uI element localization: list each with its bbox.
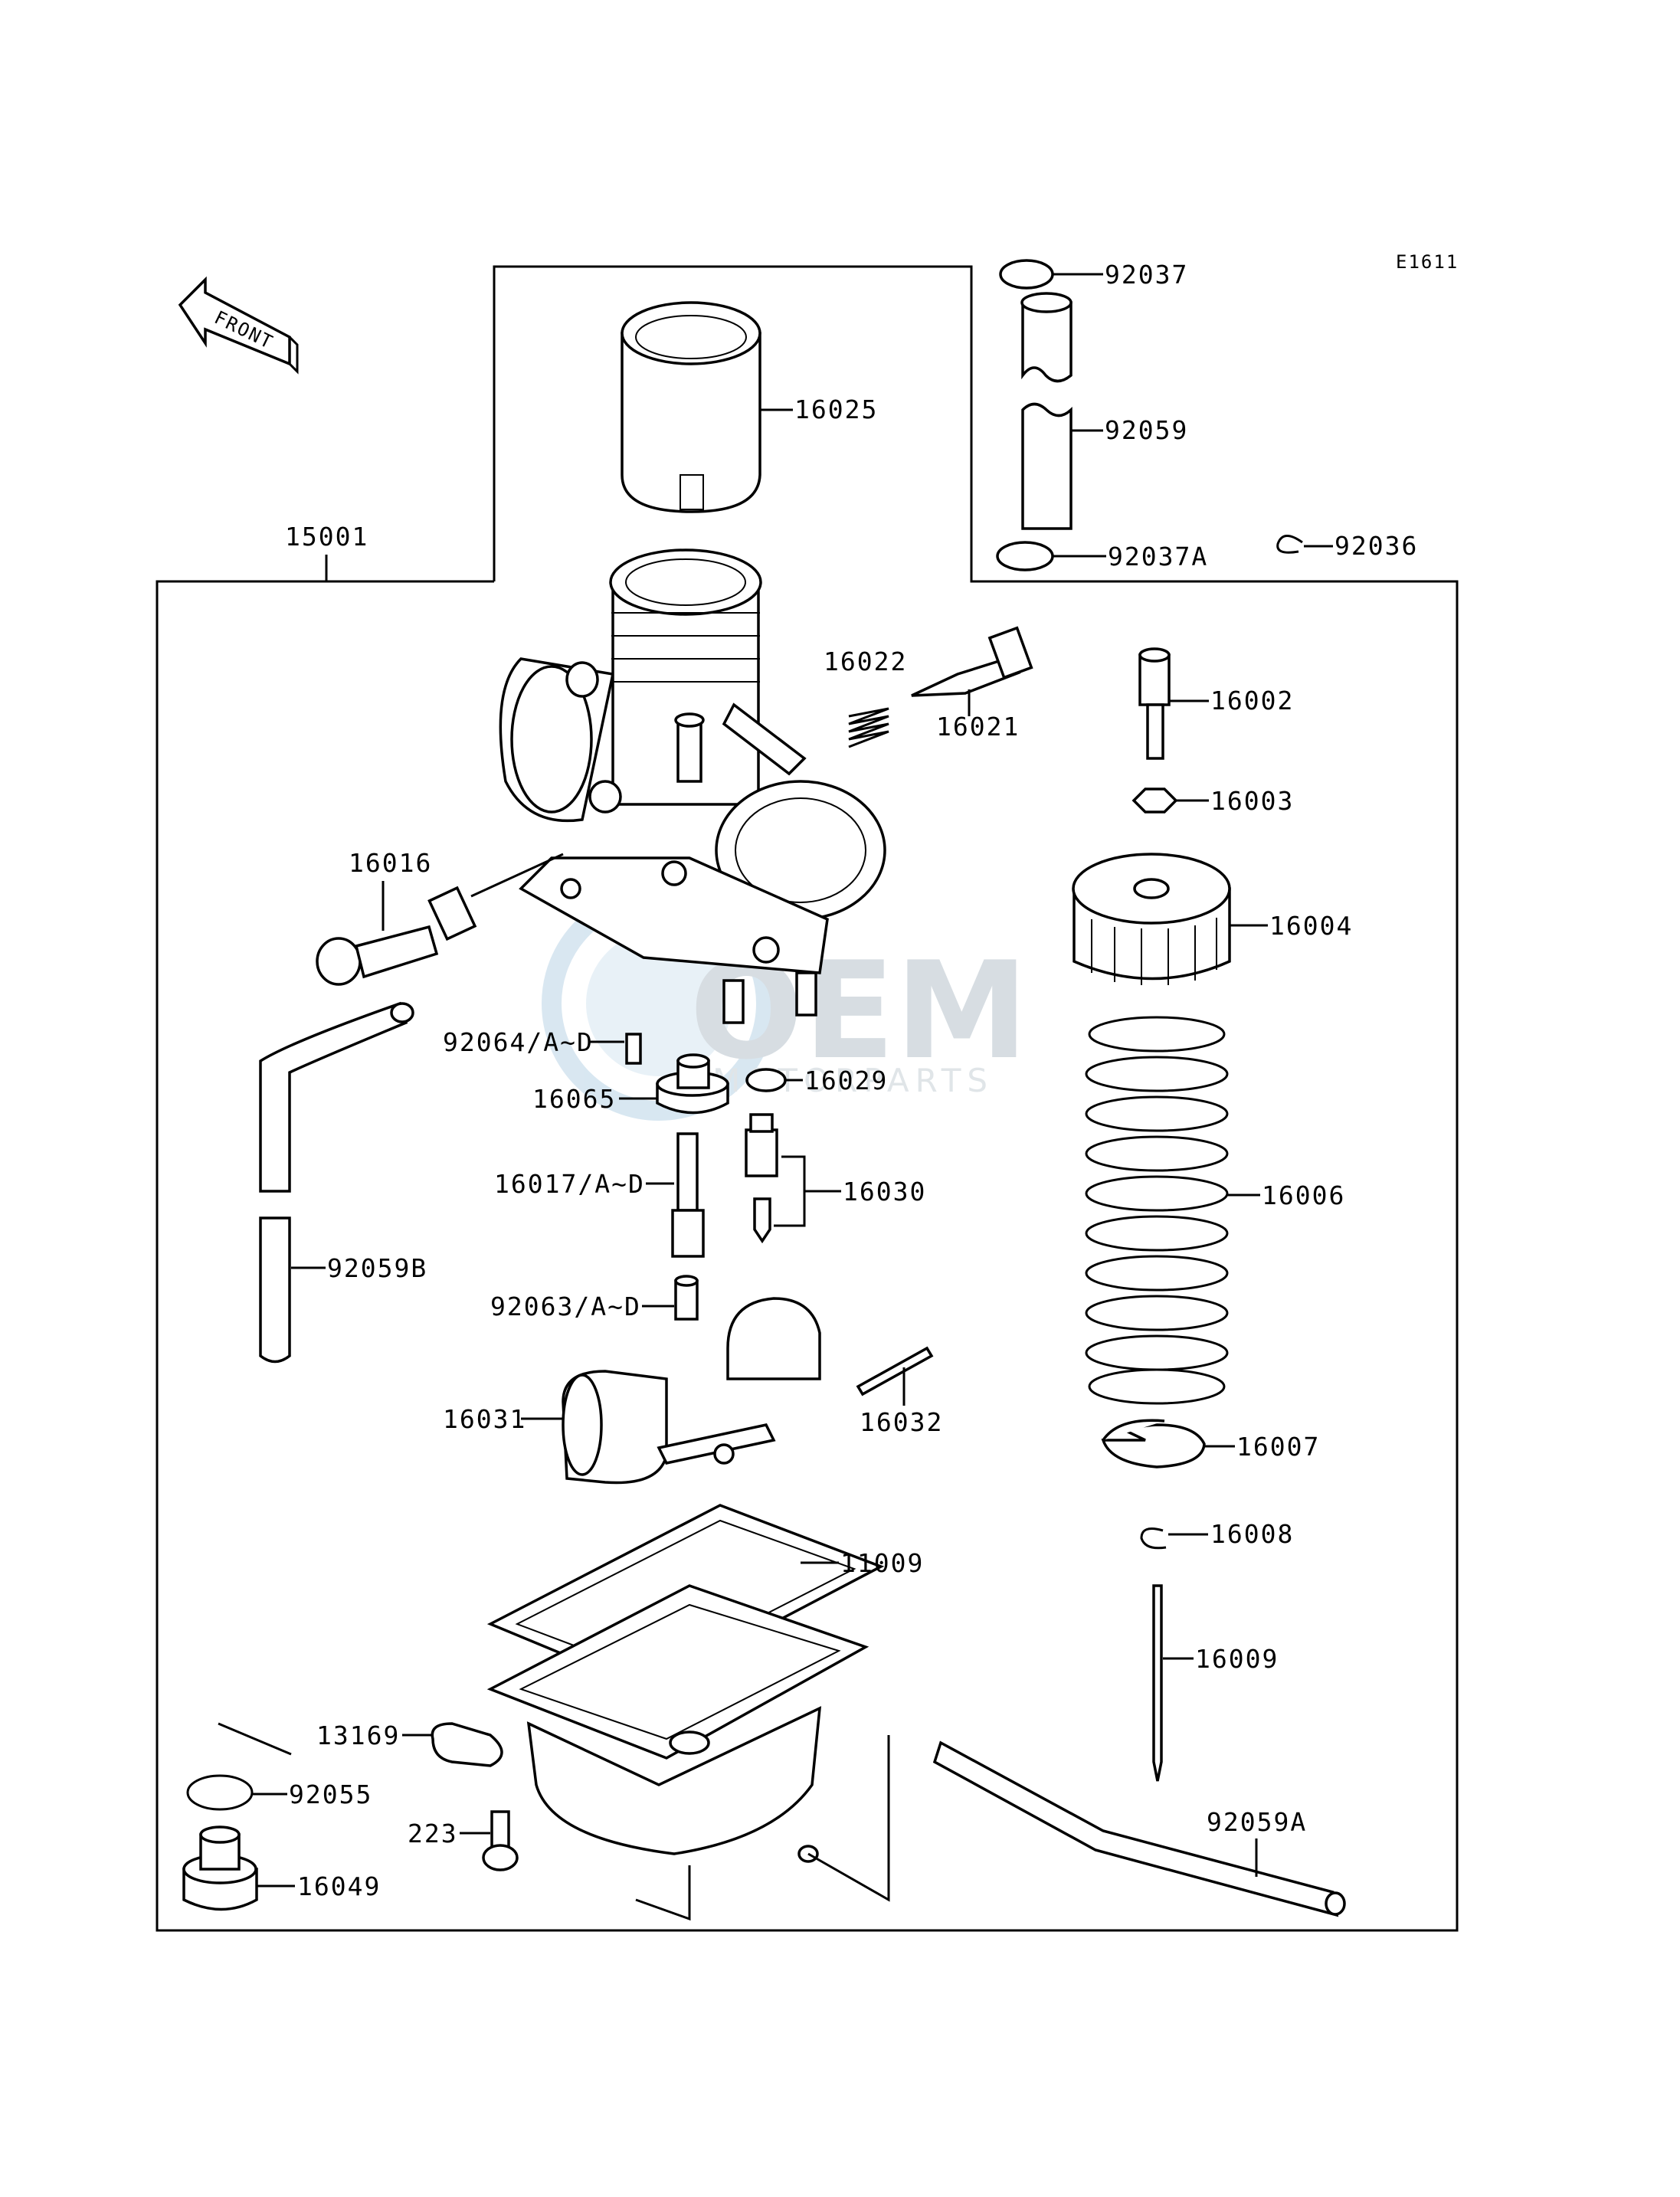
- label-16025: 16025: [794, 395, 878, 424]
- nut-16003-part: [1131, 787, 1178, 814]
- o-ring-92055-part: [186, 1774, 254, 1811]
- screw-223-part: [482, 1810, 519, 1871]
- needle-16009-part: [1152, 1584, 1163, 1782]
- plate-13169-part: [431, 1722, 503, 1767]
- main-jet-92063-part: [674, 1275, 699, 1321]
- hose-92059B-part: [259, 1001, 414, 1364]
- label-223: 223: [408, 1819, 458, 1848]
- label-92059A: 92059A: [1207, 1807, 1307, 1837]
- label-16009: 16009: [1195, 1644, 1279, 1674]
- spring-16006-part: [1085, 1016, 1229, 1405]
- label-92063: 92063/A~D: [490, 1292, 641, 1321]
- throttle-slide-part: [621, 301, 761, 513]
- air-screw-16016-part: [316, 886, 477, 986]
- label-16002: 16002: [1210, 686, 1294, 715]
- holder-16065-part: [656, 1053, 729, 1115]
- label-16007: 16007: [1236, 1432, 1320, 1462]
- label-16006: 16006: [1262, 1180, 1345, 1210]
- washer-16029-part: [745, 1068, 787, 1092]
- label-16065: 16065: [532, 1084, 616, 1114]
- label-16004: 16004: [1269, 911, 1353, 941]
- label-16017: 16017/A~D: [494, 1169, 645, 1199]
- label-16032: 16032: [860, 1407, 943, 1437]
- label-16031: 16031: [443, 1404, 526, 1434]
- label-92037A: 92037A: [1108, 542, 1208, 571]
- label-16029: 16029: [804, 1066, 888, 1095]
- label-11009: 11009: [840, 1548, 924, 1578]
- screw-16021-part: [911, 626, 1033, 697]
- label-15001: 15001: [285, 522, 368, 552]
- label-13169: 13169: [316, 1721, 400, 1750]
- label-92059B: 92059B: [327, 1253, 427, 1283]
- label-92036: 92036: [1335, 531, 1418, 561]
- label-16003: 16003: [1210, 786, 1294, 816]
- float-16031-part: [562, 1297, 821, 1485]
- label-92059: 92059: [1105, 415, 1188, 445]
- clip-part: [1276, 535, 1303, 554]
- clip-16008-part: [1140, 1527, 1167, 1550]
- pin-16032-part: [856, 1346, 934, 1396]
- cap-hose-part: [996, 259, 1073, 571]
- label-92064: 92064/A~D: [443, 1027, 594, 1057]
- float-valve-16030-part: [745, 1113, 778, 1244]
- plug-16049-part: [182, 1825, 258, 1911]
- carburetor-body-part: [499, 548, 886, 1024]
- label-16021: 16021: [936, 712, 1020, 742]
- spring-16022-part: [848, 707, 889, 748]
- assembly-outline: [156, 265, 1459, 1932]
- front-arrow: FRONT: [178, 276, 299, 375]
- diagram-code: E1611: [1396, 251, 1459, 273]
- top-cap-16004-part: [1072, 853, 1231, 985]
- label-92055: 92055: [289, 1780, 372, 1809]
- pilot-jet-92064-part: [625, 1033, 642, 1065]
- seat-16007-part: [1101, 1419, 1206, 1468]
- label-16022: 16022: [824, 647, 907, 676]
- label-16008: 16008: [1210, 1519, 1294, 1549]
- label-16049: 16049: [297, 1871, 381, 1901]
- label-16030: 16030: [843, 1177, 926, 1207]
- needle-jet-16017-part: [671, 1132, 705, 1258]
- adjuster-16002-part: [1138, 647, 1171, 760]
- label-92037: 92037: [1105, 260, 1188, 290]
- label-16016: 16016: [349, 848, 432, 878]
